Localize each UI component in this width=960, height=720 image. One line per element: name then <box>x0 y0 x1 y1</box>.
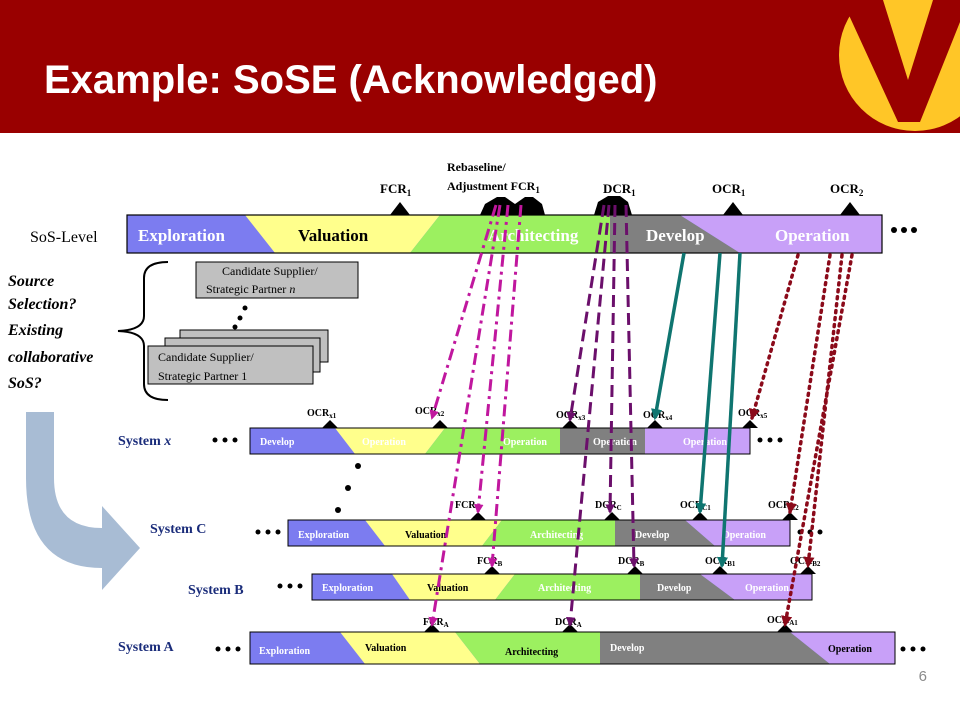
university-logo <box>839 0 960 131</box>
system-x-label: System x <box>118 434 171 449</box>
system-b-leading-dots <box>277 583 303 589</box>
sos-ocr2-label: OCR2 <box>830 181 864 198</box>
sos-phase-exploration: Exploration <box>138 226 225 245</box>
system-x-segment-develop: Develop <box>260 437 295 448</box>
system-a-trailing-dots <box>900 646 926 652</box>
system-b-milestone-markers <box>484 566 816 574</box>
source-selection-line2: Selection? <box>8 296 76 313</box>
ocr-b2-label: OCRB2 <box>790 556 821 568</box>
page-number: 6 <box>918 668 927 685</box>
fcr-b-label: FCRB <box>477 556 503 568</box>
dcr-c-label: DCRC <box>595 500 622 512</box>
dcr-b-label: DCRB <box>618 556 645 568</box>
candidate-1-line1: Candidate Supplier/ <box>158 350 254 364</box>
sos-fcr1-label: FCR1 <box>380 181 412 198</box>
ocr-c2-label: OCRC2 <box>768 500 799 512</box>
sos-milestone-markers <box>390 196 860 215</box>
source-selection-line3: Existing <box>7 322 63 339</box>
sos-phase-architecting: Architecting <box>488 226 579 245</box>
system-a-bar <box>249 631 896 665</box>
sos-phase-develop: Develop <box>646 226 705 245</box>
system-x-trailing-dots <box>757 437 783 443</box>
candidate-n-line2: Strategic Partner n <box>206 282 295 296</box>
system-x-segment-operation-2: Operation <box>503 437 547 448</box>
system-x-milestone-markers <box>322 420 758 428</box>
title-bar: Example: SoSE (Acknowledged) <box>0 0 960 133</box>
fcr-a-label: FCRA <box>423 617 449 629</box>
system-a-label: System A <box>118 640 175 655</box>
system-a-phase-develop: Develop <box>610 643 645 654</box>
ocr-x1-label: OCRx1 <box>307 408 337 420</box>
system-c-leading-dots <box>255 529 281 535</box>
system-c-label: System C <box>150 522 206 537</box>
dcr-a-label: DCRA <box>555 617 582 629</box>
sos-dcr1-label: DCR1 <box>603 181 636 198</box>
system-c-phase-operation: Operation <box>722 530 766 541</box>
system-a-phase-valuation: Valuation <box>365 643 407 654</box>
slide-title: Example: SoSE (Acknowledged) <box>44 58 658 102</box>
candidate-dots <box>232 305 248 330</box>
sos-ocr1-label: OCR1 <box>712 181 746 198</box>
system-b-phase-architecting: Architecting <box>538 583 591 594</box>
ocr-x2-label: OCRx2 <box>415 406 445 418</box>
source-selection-line5: SoS? <box>8 375 42 392</box>
system-c-phase-valuation: Valuation <box>405 530 447 541</box>
systems-vertical-dots <box>335 463 361 513</box>
sos-level-bar <box>126 214 883 254</box>
ocr-b1-label: OCRB1 <box>705 556 736 568</box>
system-b-phase-operation: Operation <box>745 583 789 594</box>
system-a-phase-exploration: Exploration <box>259 646 311 657</box>
system-c-milestone-markers <box>470 512 798 520</box>
system-c-phase-exploration: Exploration <box>298 530 350 541</box>
sos-phase-operation: Operation <box>775 226 850 245</box>
system-a-leading-dots <box>215 646 241 652</box>
magenta-dash-dot-arrows <box>428 204 523 627</box>
flow-down-arrow <box>26 412 140 590</box>
candidate-1-line2: Strategic Partner 1 <box>158 369 247 383</box>
source-selection-brace <box>117 261 169 401</box>
sos-rebaseline-label-line1: Rebaseline/ <box>447 160 506 174</box>
teal-solid-arrows <box>651 252 742 569</box>
system-x-leading-dots <box>212 437 238 443</box>
maroon-dotted-arrows <box>749 253 854 628</box>
source-selection-line1: Source <box>8 273 54 290</box>
system-b-phase-develop: Develop <box>657 583 692 594</box>
ocr-c1-label: OCRC1 <box>680 500 711 512</box>
system-b-label: System B <box>188 583 244 598</box>
candidate-n-line1: Candidate Supplier/ <box>222 264 318 278</box>
system-c-bar <box>287 519 791 547</box>
system-b-phase-valuation: Valuation <box>427 583 469 594</box>
system-c-phase-architecting: Architecting <box>530 530 583 541</box>
ocr-a1-label: OCRA1 <box>767 615 798 627</box>
system-c-phase-develop: Develop <box>635 530 670 541</box>
sos-phase-valuation: Valuation <box>298 226 369 245</box>
sos-rebaseline-label-line2: Adjustment FCR1 <box>447 179 540 195</box>
system-b-phase-exploration: Exploration <box>322 583 374 594</box>
system-x-segment-operation-1: Operation <box>362 437 406 448</box>
sos-continuation-dots <box>891 227 917 233</box>
candidate-supplier-stack <box>147 329 329 385</box>
system-a-milestone-markers <box>424 624 793 632</box>
sos-level-label: SoS-Level <box>30 229 98 246</box>
system-x-segment-operation-3: Operation <box>593 437 637 448</box>
candidate-supplier-n-box <box>195 261 359 299</box>
purple-dashed-arrows <box>565 204 639 627</box>
system-b-bar <box>311 573 813 601</box>
system-a-phase-architecting: Architecting <box>505 647 558 658</box>
system-a-phase-operation: Operation <box>828 644 872 655</box>
ocr-x4-label: OCRx4 <box>643 410 673 422</box>
source-selection-line4: collaborative <box>8 349 93 366</box>
system-x-bar <box>249 427 751 455</box>
